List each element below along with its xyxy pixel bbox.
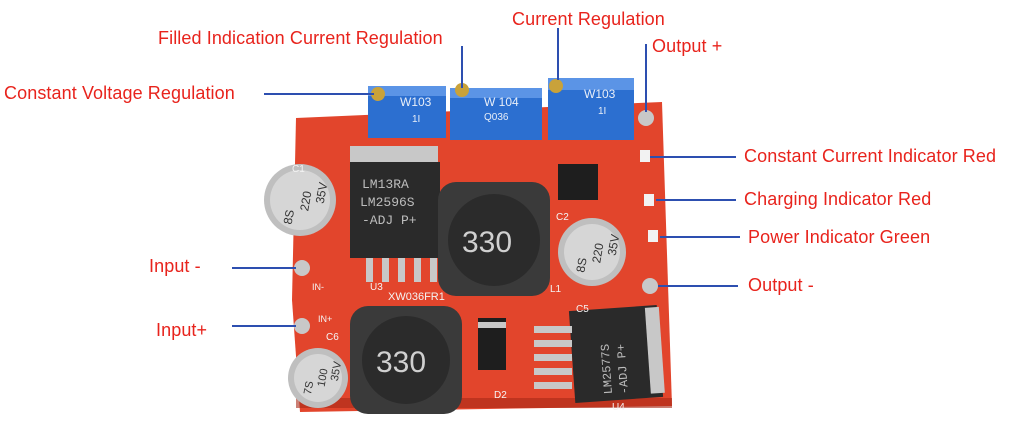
pot-1-label: W103 [400,95,432,109]
cap-small-line3: 35V [329,360,344,382]
pcb-shadow-edge [296,398,672,408]
pot-2-sublabel: Q036 [484,112,509,123]
label-constant-current-indicator-red: Constant Current Indicator Red [744,146,997,166]
silk-d2: D2 [494,390,507,401]
label-filled-indication-current-regulation: Filled Indication Current Regulation [158,28,443,48]
label-input-plus: Input+ [156,320,208,340]
cap-right-line3: 35V [605,233,622,256]
label-input-minus: Input - [149,256,201,276]
silk-c1: C1 [292,164,305,175]
capacitor-right: 8S 220 35V [558,218,626,286]
terminal-input-minus [294,260,310,276]
silk-in-plus: IN+ [318,314,332,324]
pot-3-sublabel: 1I [598,106,606,117]
pointer-filled-indication [461,46,463,88]
pot-1-sublabel: 1I [412,114,420,125]
led-charging [644,194,654,206]
inductor-upper: 330 [438,182,550,296]
pointer-output-plus [645,44,647,112]
ic-lower-line1: LM2577S [599,343,616,394]
pointer-input-minus [232,267,296,269]
cap-right-line2: 220 [589,242,606,264]
ic-upper-line2: LM2596S [360,195,415,210]
led-power [648,230,658,242]
capacitor-left: 8S 220 35V [264,164,336,236]
silk-u3: U3 [370,282,383,293]
ic-lower-line2: -ADJ P+ [615,343,632,394]
pointer-constant-voltage [264,93,374,95]
label-output-plus: Output + [652,36,723,56]
cap-right-line1: 8S [573,257,589,274]
pointer-current-regulation [557,28,559,80]
regulator-ic-lower: LM2577S -ADJ P+ [534,305,665,403]
label-constant-voltage-regulation: Constant Voltage Regulation [4,83,235,103]
silk-l1: L1 [550,284,562,295]
diode-band [478,322,506,328]
pointer-charging-indicator [656,199,736,201]
potentiometer-1: W103 1I [368,86,446,138]
ic-upper-line1: LM13RA [362,177,409,192]
ic-upper-line3: -ADJ P+ [362,213,417,228]
pointer-constant-current-indicator [650,156,736,158]
label-charging-indicator-red: Charging Indicator Red [744,189,932,209]
pot-3-label: W103 [584,87,616,101]
pot-2-label: W 104 [484,95,519,109]
led-constant-current [640,150,650,162]
pointer-input-plus [232,325,296,327]
inductor-lower-value: 330 [376,346,426,379]
cap-left-line2: 220 [297,190,314,212]
cap-left-line3: 35V [313,181,330,204]
cap-small-line1: 7S [302,380,316,395]
potentiometer-3: W103 1I [548,78,634,140]
regulator-ic-upper: LM13RA LM2596S -ADJ P+ [350,146,440,282]
small-soic-chip [558,164,598,200]
inductor-upper-value: 330 [462,226,512,259]
pointer-output-minus [658,285,738,287]
cap-left-line1: 8S [281,209,297,226]
silk-in-minus: IN- [312,282,324,292]
silk-board-id: XW036FR1 [388,291,445,303]
silk-c2: C2 [556,212,569,223]
pointer-power-indicator [660,236,740,238]
potentiometer-2: W 104 Q036 [450,83,542,140]
silk-c6: C6 [326,332,339,343]
cap-small-line2: 100 [316,368,331,388]
label-output-minus: Output - [748,275,814,295]
silk-u4: U4 [612,402,625,413]
label-power-indicator-green: Power Indicator Green [748,227,931,247]
capacitor-small: 7S 100 35V [288,348,348,408]
inductor-lower: 330 [350,306,462,414]
terminal-input-plus [294,318,310,334]
terminal-output-minus [642,278,658,294]
terminal-output-plus [638,110,654,126]
label-current-regulation: Current Regulation [512,9,665,29]
silk-c5: C5 [576,304,589,315]
